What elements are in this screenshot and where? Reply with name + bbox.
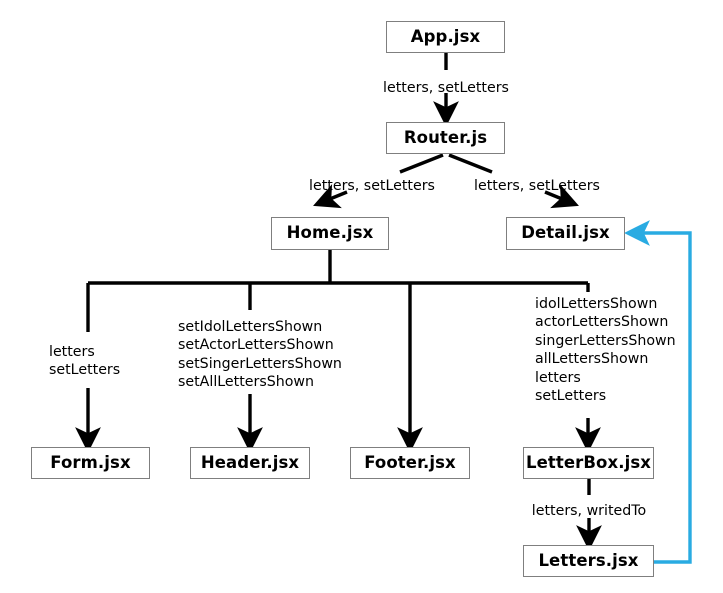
edge-label-router-to-detail: letters, setLetters [474, 177, 600, 195]
node-label: Letters.jsx [538, 550, 639, 570]
edge-router-to-home [399, 153, 444, 174]
node-detail-jsx[interactable]: Detail.jsx [506, 217, 625, 250]
edge-label-text: letters, setLetters [309, 178, 435, 194]
node-letterbox-jsx[interactable]: LetterBox.jsx [523, 447, 654, 479]
edge-label-home-to-header: setIdolLettersShown setActorLettersShown… [178, 318, 342, 392]
edge-label-home-to-letterbox: idolLettersShown actorLettersShown singe… [535, 295, 676, 406]
node-router-js[interactable]: Router.js [386, 122, 505, 154]
node-label: Form.jsx [50, 452, 131, 472]
node-label: LetterBox.jsx [525, 452, 652, 472]
edge-label-letterbox-to-letters: letters, writedTo [532, 502, 646, 520]
edge-label-text: idolLettersShown actorLettersShown singe… [535, 296, 676, 405]
node-app-jsx[interactable]: App.jsx [386, 21, 505, 53]
edge-label-home-to-form: letters setLetters [49, 343, 120, 380]
edge-label-text: letters, writedTo [531, 503, 647, 519]
edge-label-app-to-router: letters, setLetters [383, 79, 509, 97]
node-label: Header.jsx [200, 452, 300, 472]
node-header-jsx[interactable]: Header.jsx [190, 447, 310, 479]
node-home-jsx[interactable]: Home.jsx [271, 217, 389, 250]
node-label: Router.js [403, 127, 488, 147]
node-label: Detail.jsx [521, 223, 610, 243]
node-footer-jsx[interactable]: Footer.jsx [350, 447, 470, 479]
node-letters-jsx[interactable]: Letters.jsx [523, 545, 654, 577]
node-label: App.jsx [410, 26, 481, 46]
node-label: Home.jsx [286, 223, 374, 243]
node-label: Footer.jsx [364, 452, 456, 472]
edge-label-router-to-home: letters, setLetters [309, 177, 435, 195]
edge-label-text: letters, setLetters [474, 178, 600, 194]
edge-label-text: letters, setLetters [383, 80, 509, 96]
node-form-jsx[interactable]: Form.jsx [31, 447, 150, 479]
edge-router-to-detail [448, 153, 493, 174]
edge-label-text: setIdolLettersShown setActorLettersShown… [178, 319, 342, 391]
edge-label-text: letters setLetters [49, 344, 121, 379]
